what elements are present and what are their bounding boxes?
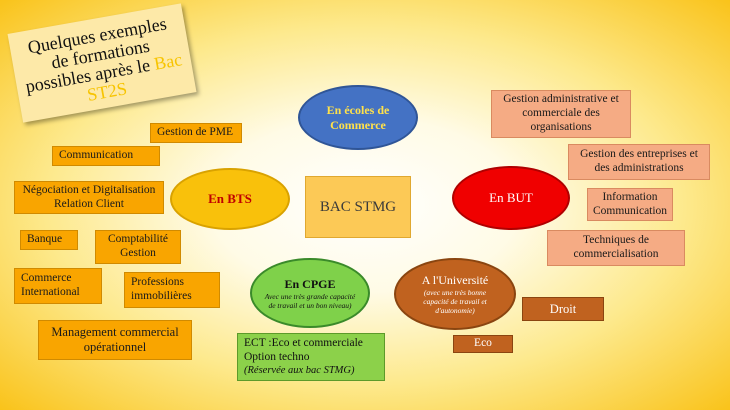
cpge-title: En CPGE <box>284 276 336 291</box>
univ-droit: Droit <box>522 297 604 321</box>
cpge-ect-line-3: (Réservée aux bac STMG) <box>244 364 355 376</box>
but-tc-line-2: commercialisation <box>573 248 659 260</box>
ellipse-bts: En BTS <box>170 168 290 230</box>
ellipse-but: En BUT <box>452 166 570 230</box>
bts-gestion-pme: Gestion de PME <box>150 123 242 143</box>
center-box-label: BAC STMG <box>319 199 397 215</box>
but-tc-line-1: Techniques de <box>583 234 649 247</box>
bts-immo-line-1: Professions <box>131 276 185 289</box>
but-techniques-commercialisation: Techniques de commercialisation <box>547 230 685 266</box>
bts-commerce-line-1: Commerce <box>21 272 72 285</box>
bts-banque-label: Banque <box>27 233 63 246</box>
bts-mco-line-1: Management commercial <box>51 325 179 339</box>
univ-droit-label: Droit <box>549 301 577 316</box>
cpge-sub-2: de travail et un bon niveau) <box>268 300 352 310</box>
univ-sub-1: (avec une très bonne <box>423 288 487 297</box>
ellipse-cpge: En CPGE Avec une très grande capacité de… <box>250 258 370 328</box>
but-gaco-line-1: Gestion administrative et <box>503 93 619 106</box>
bts-negociation-line-2: Relation Client <box>54 197 124 210</box>
ellipse-ecoles-commerce: En écoles de Commerce <box>298 85 418 150</box>
ecoles-line-2: Commerce <box>330 117 386 132</box>
univ-title: A l'Université <box>421 273 489 287</box>
bts-banque: Banque <box>20 230 78 250</box>
univ-eco: Eco <box>453 335 513 353</box>
but-label: En BUT <box>489 190 533 205</box>
univ-eco-label: Eco <box>474 337 492 350</box>
cpge-ect-line-1: ECT :Eco et commerciale <box>244 336 363 349</box>
but-gaco-line-2: commerciale des <box>522 107 600 120</box>
univ-sub-3: d'autonomie) <box>435 306 475 315</box>
but-gea: Gestion des entreprises et des administr… <box>568 144 710 180</box>
univ-sub-2: capacité de travail et <box>423 297 487 306</box>
cpge-ect-line-2: Option techno <box>244 350 310 363</box>
bts-communication: Communication <box>52 146 160 166</box>
but-gea-line-2: des administrations <box>594 162 684 174</box>
cpge-ect: ECT :Eco et commerciale Option techno (R… <box>237 333 385 381</box>
bts-comptabilite-line-2: Gestion <box>120 247 156 259</box>
bts-comptabilite-line-1: Comptabilité <box>107 233 169 246</box>
bts-negociation-line-1: Négociation et Digitalisation <box>22 183 156 196</box>
bts-commerce-line-2: International <box>21 286 80 298</box>
ellipse-universite: A l'Université (avec une très bonne capa… <box>394 258 516 330</box>
bts-management-commercial: Management commercial opérationnel <box>38 320 192 360</box>
bts-label: En BTS <box>208 191 252 206</box>
bts-mco-line-2: opérationnel <box>83 340 147 354</box>
bts-communication-label: Communication <box>59 149 134 162</box>
but-info-line-1: Information <box>602 190 658 203</box>
but-information-communication: Information Communication <box>587 188 673 221</box>
but-info-line-2: Communication <box>592 204 668 217</box>
ecoles-line-1: En écoles de <box>326 102 390 117</box>
cpge-sub-1: Avec une très grande capacité <box>264 291 356 301</box>
but-gea-line-1: Gestion des entreprises et <box>580 148 698 161</box>
title-note: Quelques exemples de formations possible… <box>7 3 197 123</box>
but-gaco-line-3: organisations <box>530 120 592 133</box>
bts-gestion-pme-label: Gestion de PME <box>157 126 234 139</box>
bts-immo-line-2: immobilières <box>131 290 192 302</box>
center-box: BAC STMG <box>305 176 411 238</box>
bts-negociation: Négociation et Digitalisation Relation C… <box>14 181 164 214</box>
but-gaco: Gestion administrative et commerciale de… <box>491 90 631 138</box>
bts-commerce-international: Commerce International <box>14 268 102 304</box>
bts-comptabilite: Comptabilité Gestion <box>95 230 181 264</box>
bts-professions-immobilieres: Professions immobilières <box>124 272 220 308</box>
